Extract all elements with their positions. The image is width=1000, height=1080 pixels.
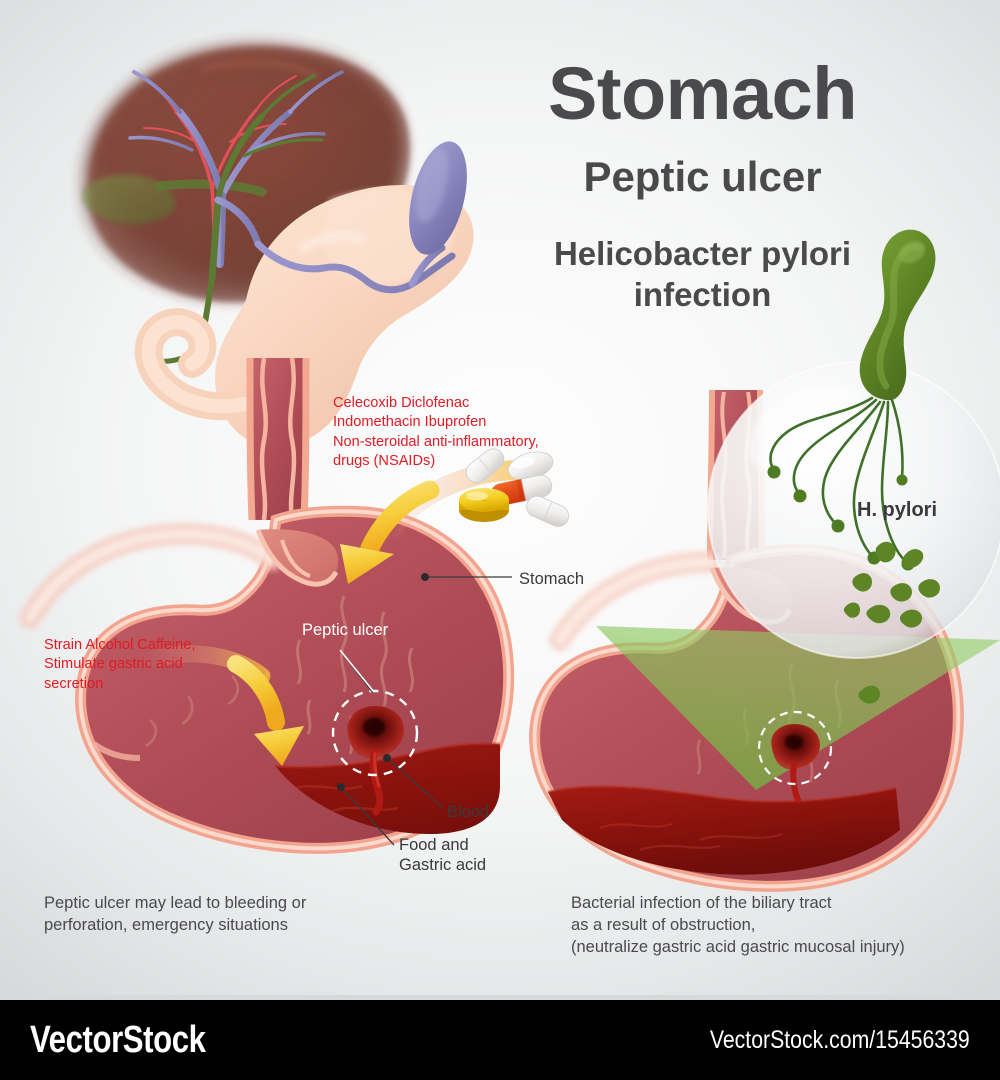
label-food-and-gastric-acid: Food and Gastric acid	[399, 836, 487, 874]
magnification-cone	[596, 626, 1000, 790]
stomach-wall-highlight	[78, 509, 511, 851]
watermark-url: VectorStock.com/15456339	[710, 1025, 970, 1054]
ulcer-highlight-circle-right	[757, 710, 833, 786]
label-peptic-ulcer: Peptic ulcer	[302, 621, 389, 639]
nsaid-pills-icon	[459, 448, 570, 527]
gastric-vessels	[214, 196, 456, 294]
label-blood: Blood	[447, 803, 490, 821]
bleeding-stream	[369, 748, 384, 816]
page-subtitle-1: Peptic ulcer	[583, 153, 822, 200]
page-title: Stomach	[547, 52, 858, 135]
illustration-canvas: Stomach Peptic ulcer Helicobacter pylori…	[0, 0, 1000, 995]
peptic-ulcer-lesion	[347, 706, 404, 816]
left-stomach-diagram	[19, 357, 570, 854]
callout-dots	[337, 573, 429, 791]
esophagus-outer	[250, 358, 306, 520]
medical-illustration	[19, 44, 1000, 892]
gastric-acid-pool-right	[547, 784, 900, 875]
nsaid-arrow	[340, 460, 530, 584]
label-h-pylori: H. pylori	[857, 499, 938, 521]
page-subtitle-2: Helicobacter pylori infection	[553, 235, 852, 314]
flagella	[769, 396, 908, 564]
stimulant-arrow	[141, 645, 304, 766]
bacteria-colony	[843, 541, 940, 628]
stimulant-annotation: Strain Alcohol Caffeine, Stimulate gastr…	[44, 637, 196, 692]
ulcer-highlight-circle	[331, 689, 419, 777]
nsaid-annotation: Celecoxib Diclofenac Indomethacin Ibupro…	[333, 395, 539, 469]
h-pylori-bacterium-icon	[767, 229, 936, 571]
watermark-bar: VectorStock VectorStock.com/15456339	[0, 1000, 1000, 1080]
esophagus-lining	[259, 357, 268, 521]
yellow-tablet	[459, 488, 509, 522]
right-stomach-diagram	[529, 229, 1000, 892]
cardia-fold	[258, 529, 339, 585]
caption-left-diagram: Peptic ulcer may lead to bleeding or per…	[44, 894, 307, 934]
label-stomach: Stomach	[519, 570, 585, 588]
spleen-shape	[409, 141, 467, 255]
top-anatomy-figure	[81, 44, 474, 447]
caption-right-diagram: Bacterial infection of the biliary tract…	[571, 894, 905, 956]
watermark-brand: VectorStock	[30, 1018, 206, 1061]
